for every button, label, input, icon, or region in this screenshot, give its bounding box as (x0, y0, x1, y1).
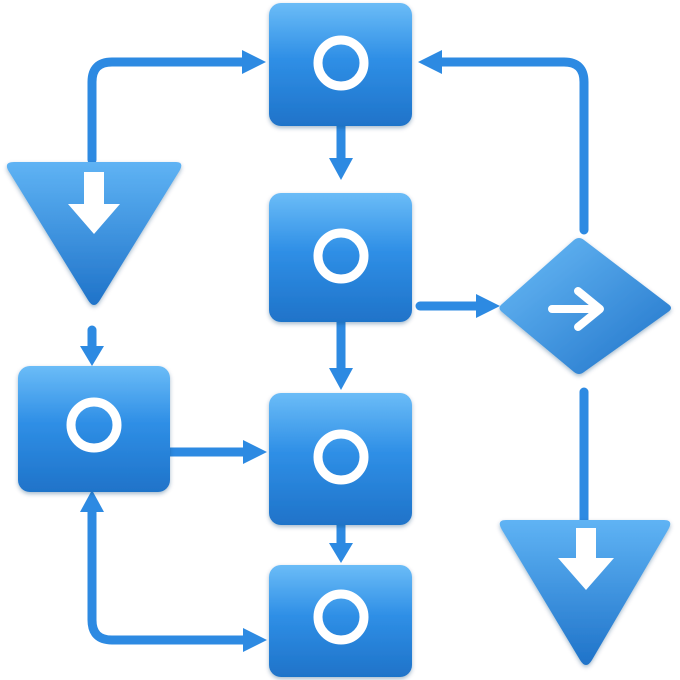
arrowhead-down (329, 368, 353, 390)
circle-icon (313, 228, 369, 284)
arrowhead-left (418, 50, 442, 74)
connectors (87, 57, 589, 645)
down-arrow-icon (68, 172, 120, 234)
right-arrow-icon (548, 287, 604, 331)
arrowhead-down (329, 543, 353, 563)
arrowhead-right (476, 294, 500, 318)
arrowheads (80, 50, 500, 652)
node-box-center (269, 393, 412, 525)
node-triangle-left (6, 162, 182, 305)
node-triangle-right (499, 520, 671, 665)
down-arrow-icon (558, 528, 614, 590)
node-box-bottom (269, 565, 412, 677)
node-diamond-right (499, 238, 671, 374)
node-box-top (269, 3, 412, 126)
arrowhead-right (242, 50, 266, 74)
circle-icon (66, 397, 122, 453)
circle-icon (313, 35, 369, 91)
connector-triangle-left-to-box-top (87, 57, 247, 165)
arrowhead-right (243, 628, 267, 652)
arrowhead-right (243, 440, 267, 464)
node-box-middle (269, 193, 412, 322)
circle-icon (313, 589, 369, 645)
connector-box-bottom-to-box-left (87, 507, 250, 645)
node-box-left (18, 366, 170, 492)
arrowhead-down (329, 158, 353, 180)
circle-icon (313, 429, 369, 485)
arrowhead-down (80, 346, 104, 366)
arrowhead-up (80, 490, 104, 512)
connector-diamond-to-box-top (435, 57, 589, 235)
